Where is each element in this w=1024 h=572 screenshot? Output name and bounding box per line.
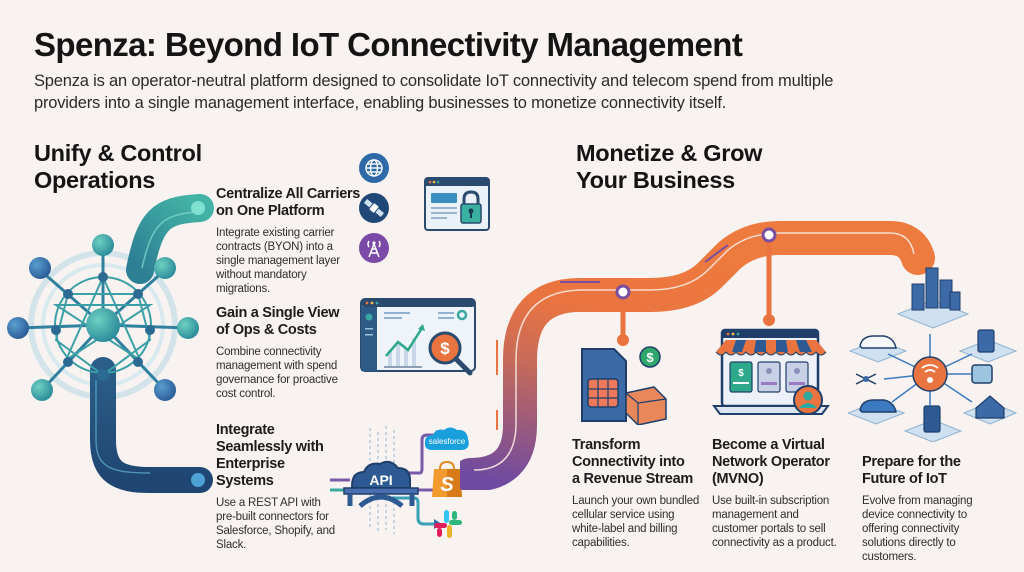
item-title-line1: Transform (572, 437, 641, 453)
dashboard-chart-icon: $ (360, 298, 482, 380)
api-label: API (369, 472, 392, 488)
shopify-icon: S (430, 460, 464, 498)
item-title-line3: a Revenue Stream (572, 471, 693, 487)
shopify-label: S (440, 474, 454, 496)
item-title-line1: Prepare for the (862, 454, 961, 470)
item-title-line1: Integrate (216, 422, 275, 438)
item-title-line2: Network Operator (712, 454, 830, 470)
right-section-title-line1: Monetize & Grow (576, 140, 763, 166)
storefront-laptop-icon: $ (712, 326, 830, 422)
item-title-line3: Enterprise (216, 456, 285, 472)
item-title: Prepare for the Future of IoT (862, 454, 1012, 488)
item-description: Launch your own bundled cellular service… (572, 495, 700, 549)
item-title: Integrate Seamlessly with Enterprise Sys… (216, 422, 346, 490)
left-section-title-line2: Operations (34, 167, 156, 193)
item-title-line2: on One Platform (216, 203, 325, 219)
slack-icon (432, 508, 464, 540)
item-title-line3: (MVNO) (712, 471, 764, 487)
item-description: Use built-in subscription management and… (712, 495, 837, 549)
right-section-title-line2: Your Business (576, 167, 735, 193)
item-title-line4: Systems (216, 473, 274, 489)
item-title-line2: Seamlessly with (216, 439, 324, 455)
item-title: Transform Connectivity into a Revenue St… (572, 437, 712, 488)
item-title: Centralize All Carriers on One Platform (216, 186, 366, 220)
svg-text:$: $ (738, 368, 744, 379)
item-description: Use a REST API with pre-built connectors… (216, 497, 336, 551)
left-section-title-line1: Unify & Control (34, 140, 202, 166)
svg-text:$: $ (646, 350, 654, 365)
left-item-centralize-carriers: Centralize All Carriers on One Platform … (216, 186, 366, 296)
item-title-line2: Future of IoT (862, 471, 947, 487)
left-item-integrate: Integrate Seamlessly with Enterprise Sys… (216, 422, 346, 552)
item-title-line2: of Ops & Costs (216, 322, 317, 338)
secure-browser-icon (424, 177, 490, 231)
satellite-icon (358, 192, 390, 224)
right-item-revenue-stream: Transform Connectivity into a Revenue St… (572, 437, 712, 550)
svg-text:$: $ (440, 339, 450, 358)
page-subtitle: Spenza is an operator-neutral platform d… (34, 72, 834, 112)
item-title-line1: Gain a Single View (216, 305, 340, 321)
right-item-future-iot: Prepare for the Future of IoT Evolve fro… (862, 454, 1012, 564)
growth-pathway (460, 200, 940, 490)
globe-icon (358, 152, 390, 184)
item-title: Become a Virtual Network Operator (MVNO) (712, 437, 852, 488)
salesforce-label: salesforce (429, 437, 466, 446)
cell-tower-icon (358, 232, 390, 264)
item-description: Combine connectivity management with spe… (216, 346, 338, 400)
item-description: Integrate existing carrier contracts (BY… (216, 227, 340, 295)
item-title-line1: Become a Virtual (712, 437, 825, 453)
salesforce-icon: salesforce (422, 424, 472, 456)
item-description: Evolve from managing device connectivity… (862, 495, 973, 563)
item-title-line2: Connectivity into (572, 454, 685, 470)
iot-ecosystem-icon (848, 262, 1018, 442)
right-item-mvno: Become a Virtual Network Operator (MVNO)… (712, 437, 852, 550)
right-section-title: Monetize & Grow Your Business (576, 140, 762, 194)
sim-card-revenue-icon: $ (578, 345, 670, 425)
left-item-single-view: Gain a Single View of Ops & Costs Combin… (216, 305, 356, 401)
item-title: Gain a Single View of Ops & Costs (216, 305, 356, 339)
left-section-title: Unify & Control Operations (34, 140, 202, 194)
item-title-line1: Centralize All Carriers (216, 186, 361, 202)
network-hub-graphic (0, 190, 220, 530)
page-title: Spenza: Beyond IoT Connectivity Manageme… (34, 26, 743, 63)
